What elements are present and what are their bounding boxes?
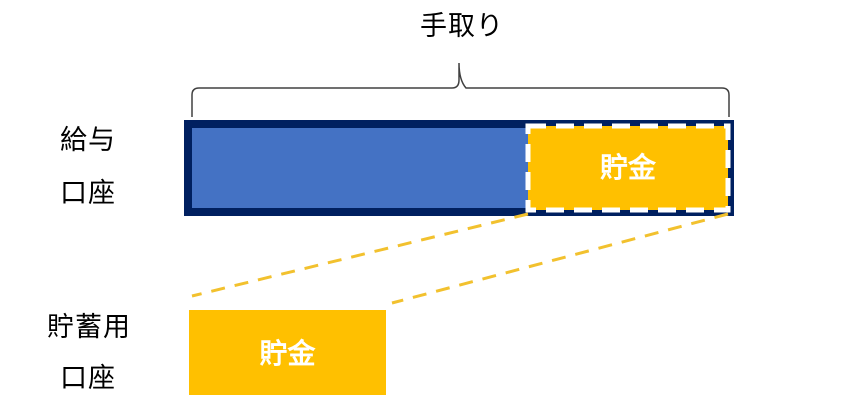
savings-account-block-label: 貯金 — [259, 337, 316, 370]
savings-account-label-line1: 貯蓄用 — [47, 312, 131, 343]
salary-account-label-line2: 口座 — [60, 178, 116, 209]
connector-right-dashed-line — [391, 212, 729, 305]
take-home-label: 手取り — [420, 11, 504, 42]
savings-block-label: 貯金 — [599, 151, 656, 184]
take-home-brace — [191, 62, 730, 117]
savings-portion-block — [525, 123, 731, 213]
savings-account-block — [189, 310, 386, 395]
salary-account-label-line1: 給与 — [60, 125, 116, 156]
savings-account-label-line2: 口座 — [60, 363, 116, 394]
connector-left-dashed-line — [191, 212, 529, 298]
